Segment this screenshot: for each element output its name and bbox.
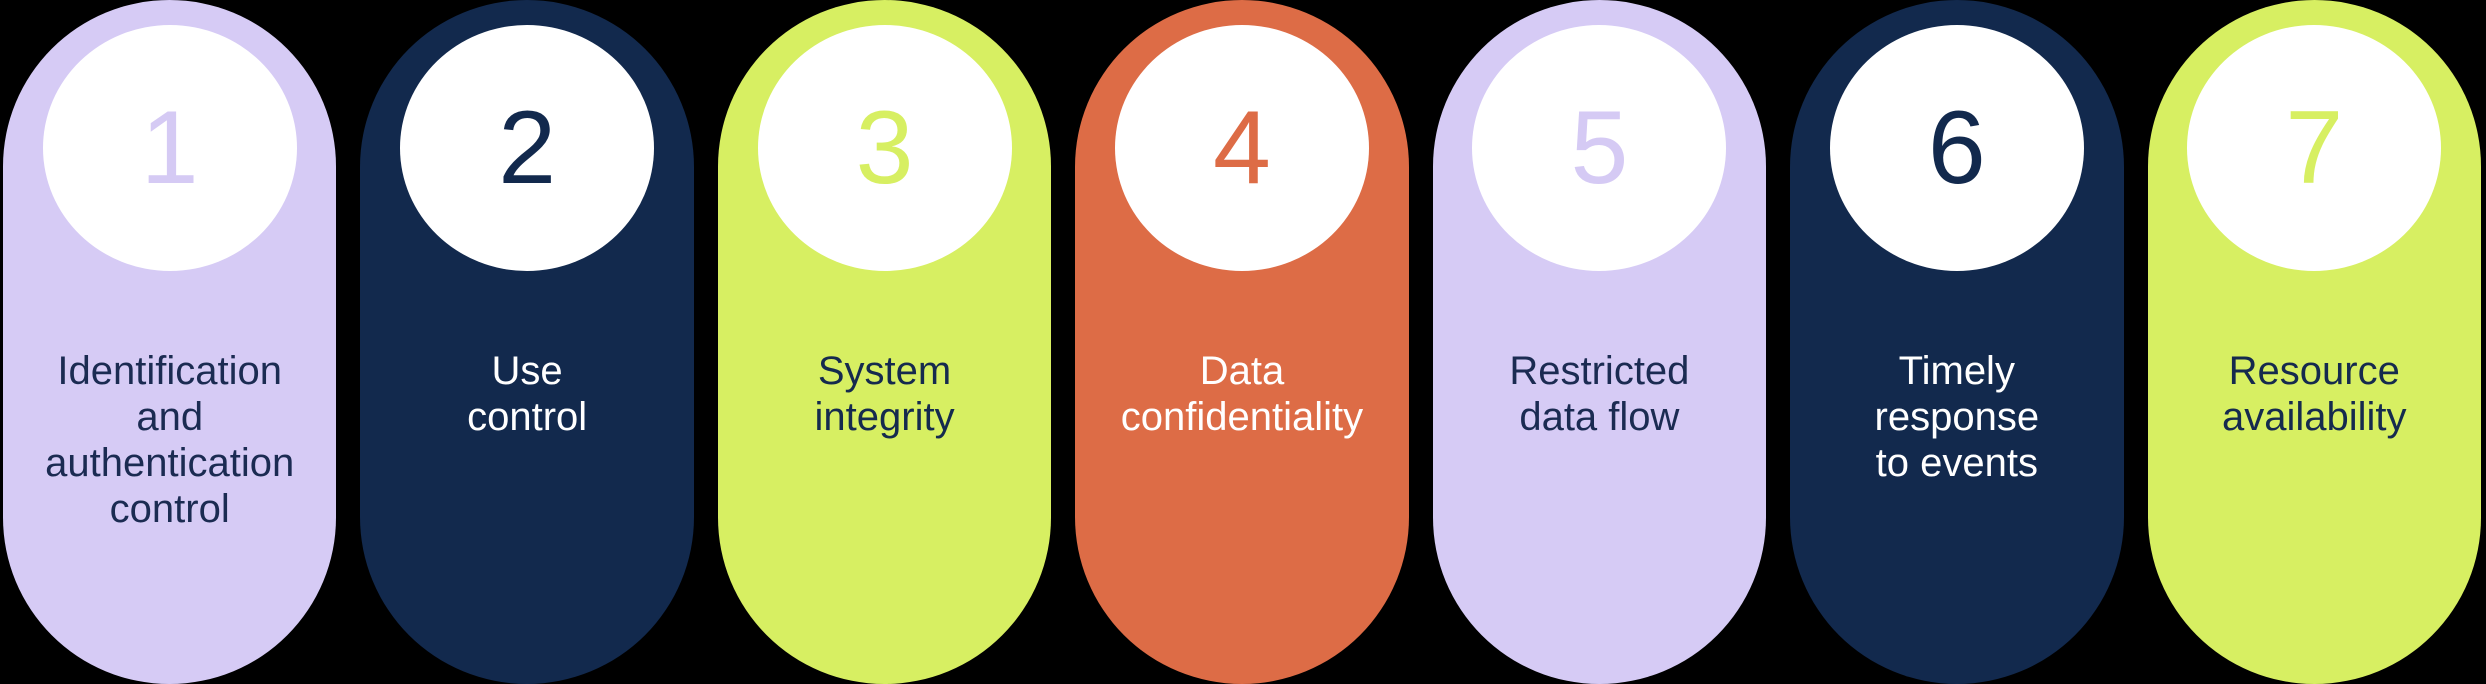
step-number-circle: 4 (1114, 25, 1369, 271)
step-number: 5 (1570, 90, 1629, 206)
step-label: Timely response to events (1874, 349, 2040, 485)
step-card-1: 1 Identification and authentication cont… (3, 0, 337, 684)
step-number: 3 (855, 90, 914, 206)
step-number: 2 (498, 90, 557, 206)
step-number-circle: 3 (757, 25, 1012, 271)
step-number: 1 (140, 90, 199, 206)
step-number: 4 (1213, 90, 1271, 206)
step-card-6: 6 Timely response to events (1790, 0, 2124, 684)
step-number-circle: 6 (1829, 25, 2084, 271)
step-card-3: 3 System integrity (717, 0, 1052, 684)
step-number-circle: 7 (2187, 25, 2442, 271)
step-label: Restricted data flow (1509, 349, 1690, 439)
step-number: 6 (1927, 90, 1986, 206)
step-number-circle: 1 (42, 25, 297, 271)
step-number-circle: 2 (400, 25, 655, 271)
step-label: System integrity (814, 349, 955, 439)
step-label: Identification and authentication contro… (45, 349, 295, 531)
step-card-2: 2 Use control (360, 0, 694, 684)
step-label: Data confidentiality (1120, 349, 1364, 439)
step-number: 7 (2285, 90, 2344, 206)
step-card-4: 4 Data confidentiality (1075, 0, 1409, 684)
step-card-7: 7 Resource availability (2147, 0, 2481, 684)
step-card-5: 5 Restricted data flow (1432, 0, 1767, 684)
step-label: Use control (467, 349, 588, 439)
step-number-circle: 5 (1472, 25, 1727, 271)
step-label: Resource availability (2221, 349, 2407, 439)
